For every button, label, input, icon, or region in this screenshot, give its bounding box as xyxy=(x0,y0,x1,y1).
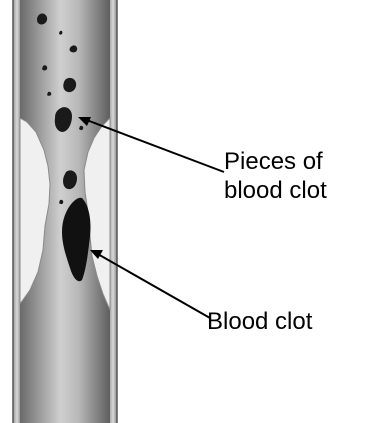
pieces-of-blood-clot-label: Pieces of blood clot xyxy=(224,147,327,205)
pieces-label-line1: Pieces of xyxy=(224,147,327,176)
pieces-label-line2: blood clot xyxy=(224,176,327,205)
blood-clot-label: Blood clot xyxy=(207,307,312,336)
